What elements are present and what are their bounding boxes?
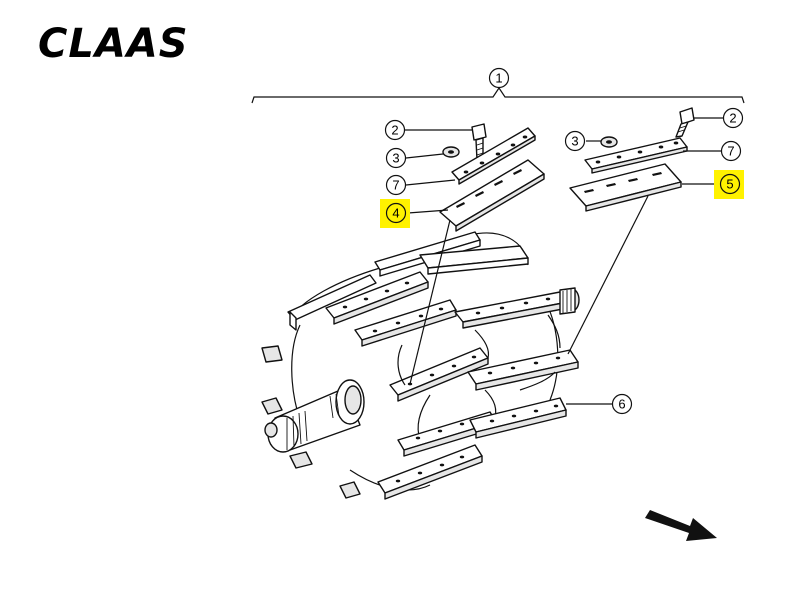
svg-text:1: 1 (495, 71, 502, 86)
callout-4-highlighted: 4 (380, 199, 410, 228)
washer-left (442, 146, 460, 158)
callout-7-right: 7 (720, 140, 742, 162)
leader-lines (404, 117, 723, 405)
callout-1: 1 (488, 67, 510, 89)
callout-6: 6 (611, 393, 633, 415)
bolt-right (675, 107, 695, 138)
svg-text:6: 6 (618, 397, 625, 412)
svg-text:2: 2 (391, 123, 398, 138)
callout-7-left: 7 (385, 174, 407, 196)
clamp-strip-left (451, 127, 536, 185)
knife-right (569, 163, 682, 212)
claas-logo: CLAAS (38, 21, 189, 67)
svg-text:4: 4 (392, 206, 399, 221)
callout-2-right: 2 (722, 107, 744, 129)
callout-2-left: 2 (384, 119, 406, 141)
svg-text:5: 5 (726, 177, 733, 192)
callout-3-right: 3 (564, 130, 586, 152)
svg-text:3: 3 (392, 151, 399, 166)
callout-5-highlighted: 5 (714, 170, 744, 199)
assembly-bracket (251, 86, 745, 104)
washer-right (600, 136, 618, 148)
arrow-icon (645, 510, 717, 541)
svg-text:3: 3 (571, 134, 578, 149)
callout-3-left: 3 (385, 147, 407, 169)
chopper-drum (261, 231, 580, 500)
svg-text:2: 2 (729, 111, 736, 126)
knife-left (439, 159, 545, 232)
svg-text:7: 7 (727, 144, 734, 159)
clamp-strip-right (584, 137, 688, 174)
svg-text:7: 7 (392, 178, 399, 193)
